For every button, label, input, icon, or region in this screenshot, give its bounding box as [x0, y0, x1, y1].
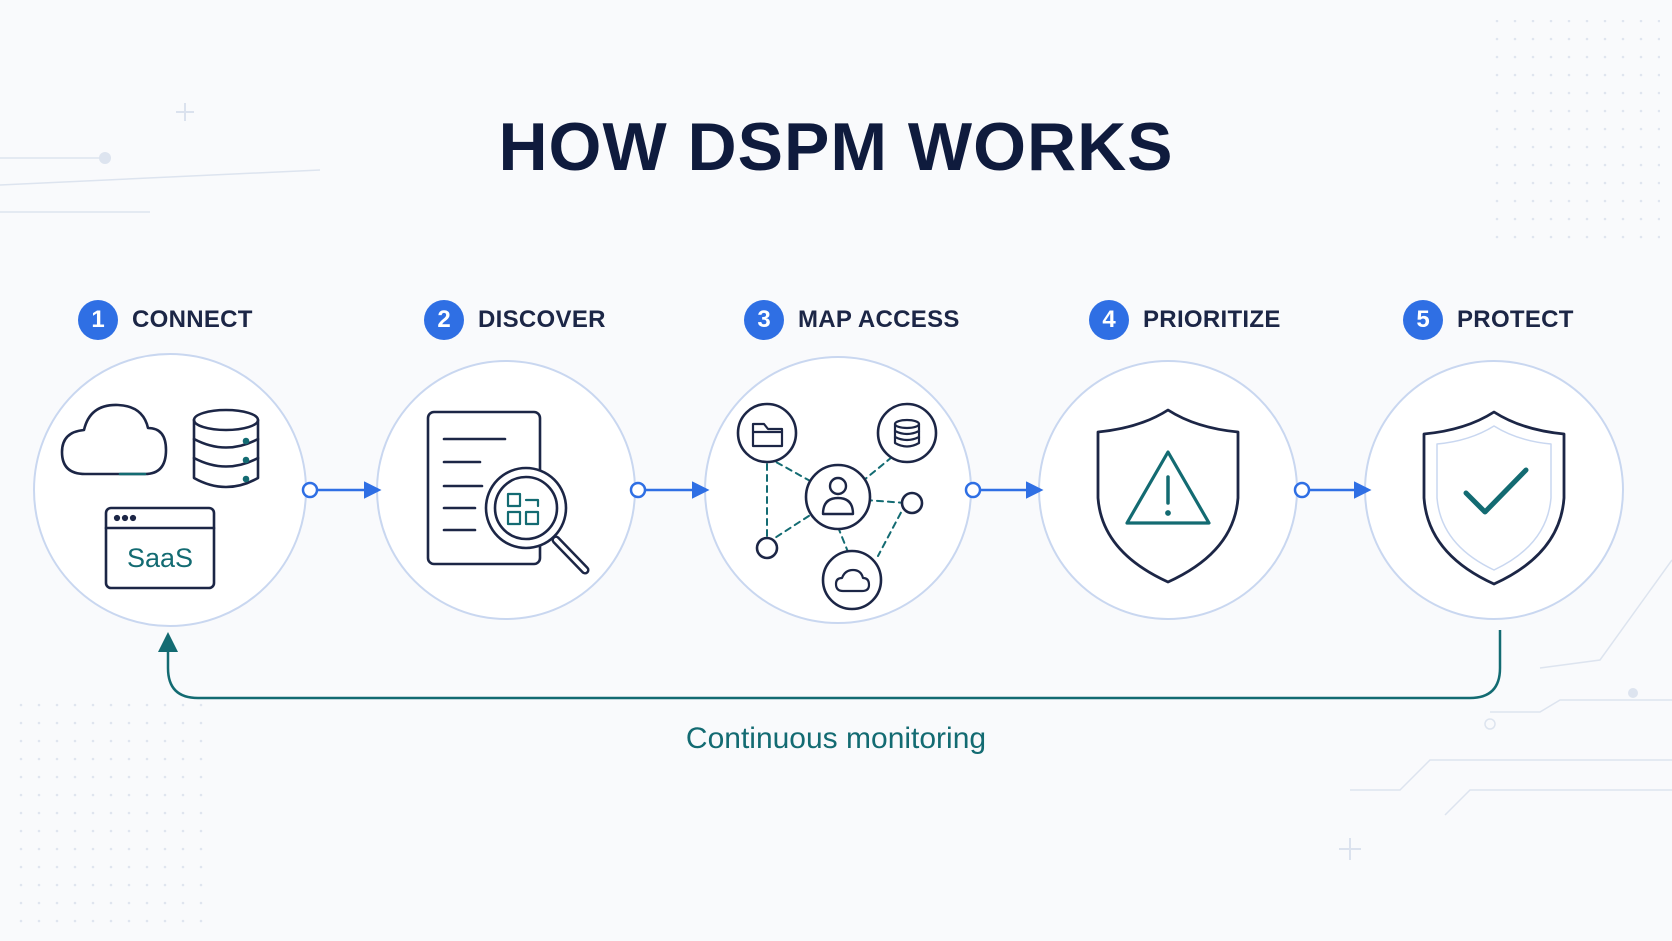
step-connectors [301, 481, 1372, 499]
step-3-label: 3 MAP ACCESS [744, 298, 960, 342]
step-2-icons [426, 410, 590, 575]
monitoring-loop-arrow [158, 630, 1502, 700]
step-4-title: PRIORITIZE [1143, 306, 1281, 333]
continuous-monitoring-label: Continuous monitoring [685, 722, 987, 755]
connector-2-3 [629, 481, 710, 499]
cloud-icon [834, 568, 871, 593]
step-1-icons: SaaS [60, 403, 260, 590]
step-2-label: 2 DISCOVER [424, 298, 606, 342]
step-3-icons [736, 402, 938, 611]
step-5-badge: 5 [1403, 300, 1443, 340]
step-5-label: 5 PROTECT [1403, 298, 1574, 342]
step-2-title: DISCOVER [478, 306, 606, 333]
connector-1-2 [301, 481, 382, 499]
user-icon [821, 476, 855, 516]
page-title: HOW DSPM WORKS [498, 109, 1174, 185]
step-3-badge: 3 [744, 300, 784, 340]
shield-warning-icon [1096, 408, 1240, 584]
magnifier-icon [484, 466, 590, 575]
database-icon [893, 418, 921, 448]
step-2-badge: 2 [424, 300, 464, 340]
step-3-title: MAP ACCESS [798, 306, 960, 333]
connector-3-4 [964, 481, 1044, 499]
step-4-label: 4 PRIORITIZE [1089, 298, 1281, 342]
cloud-icon [60, 403, 168, 476]
connector-4-5 [1293, 481, 1372, 499]
step-1-title: CONNECT [132, 306, 253, 333]
database-icon [192, 408, 260, 489]
saas-window-icon: SaaS [104, 506, 216, 590]
step-4-badge: 4 [1089, 300, 1129, 340]
cloud-node [821, 549, 883, 611]
step-5-circle [1364, 360, 1624, 620]
background-decoration [0, 20, 1672, 930]
step-5-title: PROTECT [1457, 306, 1574, 333]
step-1-badge: 1 [78, 300, 118, 340]
saas-text: SaaS [127, 543, 193, 573]
shield-check-icon [1422, 410, 1566, 586]
step-1-circle [33, 353, 307, 627]
step-1-label: 1 CONNECT [78, 298, 253, 342]
folder-icon [751, 422, 784, 448]
